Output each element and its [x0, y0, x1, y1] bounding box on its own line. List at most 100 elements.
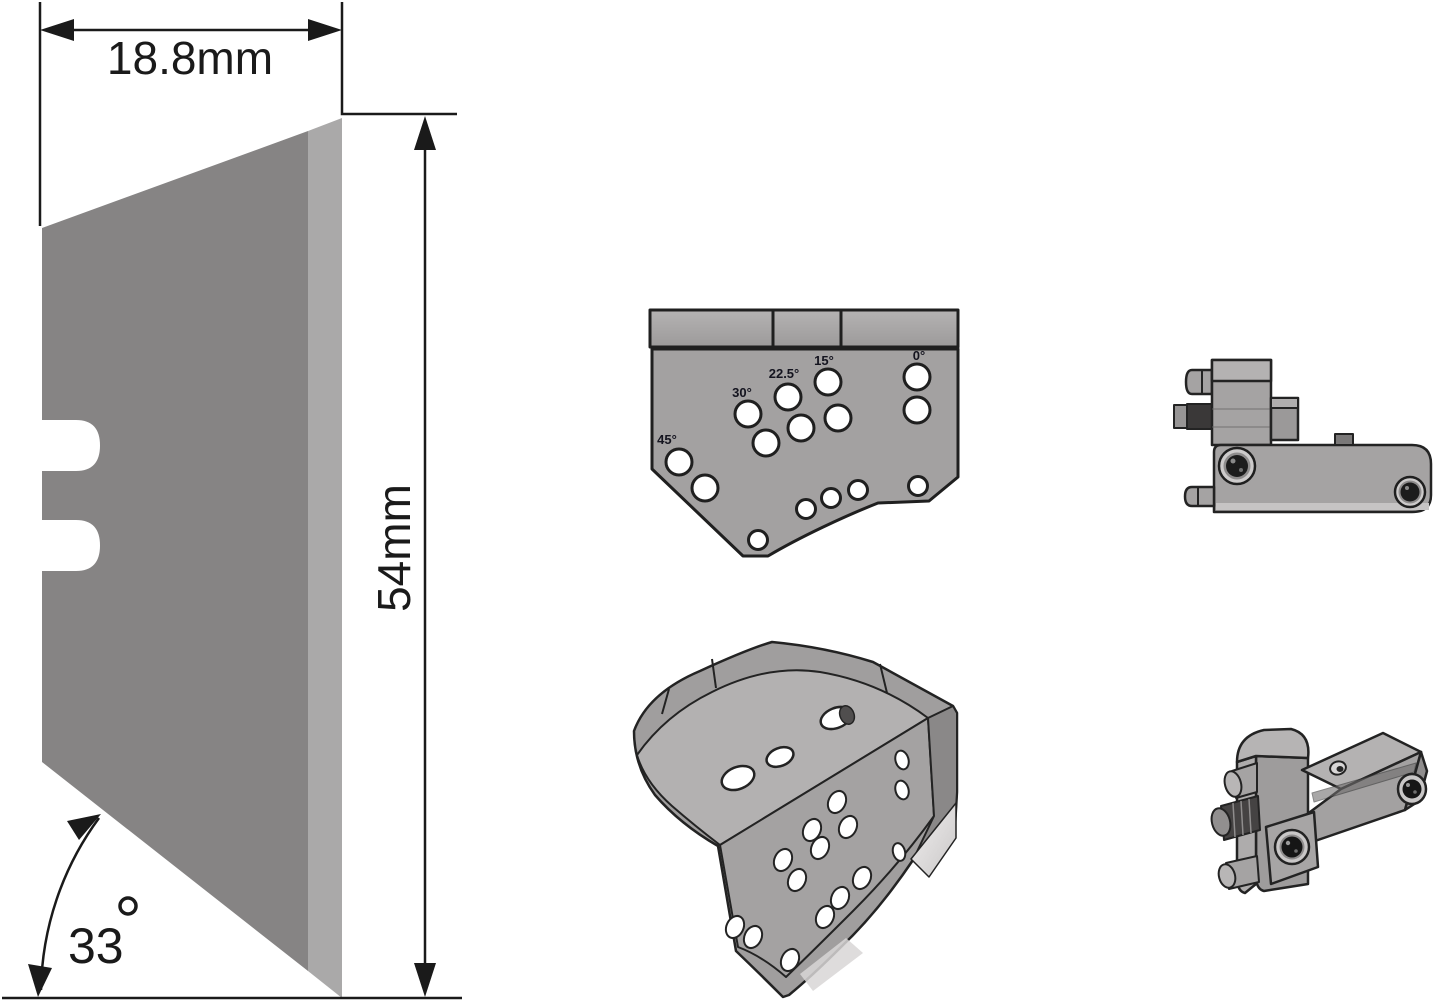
clamp-isometric-view — [1210, 727, 1429, 895]
angle-arrow-bottom — [28, 964, 52, 997]
screw-glint — [1413, 790, 1417, 794]
gauge-hole — [786, 413, 816, 443]
iso-hole — [742, 924, 764, 950]
clamp-end-screw — [1396, 772, 1428, 806]
side-right-boss-cap — [1270, 397, 1299, 409]
iso-corner-wedge — [910, 802, 957, 878]
clamp-rail-top-hole — [1329, 760, 1347, 776]
iso-hole — [801, 817, 823, 843]
screw-socket — [1400, 482, 1420, 502]
iso-rail-divider — [661, 688, 670, 715]
iso-rail-divider — [879, 663, 888, 694]
degree-symbol — [118, 896, 138, 916]
gauge-hole-small — [907, 475, 929, 497]
angle-hole-label-45: 45° — [657, 432, 677, 447]
gauge-hole-45 — [664, 447, 694, 477]
screw-glint — [1294, 849, 1298, 853]
iso-hole — [837, 814, 859, 840]
height-arrow-bottom — [414, 963, 436, 997]
iso-rail-divider — [711, 658, 717, 689]
clamp-top-pin — [1223, 762, 1258, 799]
iso-counterbore-dark — [838, 705, 856, 725]
angle-hole-label-22-5: 22.5° — [769, 366, 800, 381]
clamp-rail-groove — [1311, 762, 1417, 803]
thread-line — [1240, 800, 1244, 836]
gauge-plate-body — [650, 347, 960, 558]
gauge-hole-22-5 — [773, 382, 803, 412]
gauge-side-view — [1173, 358, 1433, 514]
side-top-nub — [1334, 433, 1354, 446]
gauge-hole — [751, 428, 781, 458]
gauge-front-view: 45° 30° 22.5° 15° 0° — [648, 308, 960, 558]
blade-body — [42, 131, 308, 971]
pin-cap — [1217, 863, 1237, 889]
gauge-hole-0 — [902, 362, 932, 392]
iso-hole — [779, 947, 801, 973]
thread-line — [1248, 798, 1252, 834]
blade-width-dimension-label: 18.8mm — [107, 32, 273, 84]
iso-hole — [851, 865, 873, 891]
gauge-hole — [823, 403, 853, 433]
iso-front-holes — [724, 789, 873, 973]
pin-cap — [1210, 807, 1232, 837]
gauge-hole-small — [795, 498, 817, 520]
side-dark-pin — [1186, 403, 1213, 430]
iso-hole — [826, 789, 848, 815]
iso-bottom-highlight — [800, 938, 863, 991]
screw-glint — [1230, 458, 1236, 464]
iso-side-holes — [891, 749, 910, 862]
iso-hole — [829, 885, 851, 911]
gauge-hole-30 — [733, 399, 763, 429]
iso-hole — [720, 764, 756, 792]
angle-hole-label-30: 30° — [732, 385, 752, 400]
gauge-hole — [902, 395, 932, 425]
width-arrow-right — [308, 19, 342, 41]
side-block-cap — [1210, 358, 1273, 383]
gauge-hole-small — [847, 479, 869, 501]
gauge-small-holes — [747, 475, 929, 551]
screw-socket — [1281, 836, 1303, 858]
iso-hole — [786, 867, 808, 893]
blade-height-dimension-label: 54mm — [368, 484, 420, 612]
socket-screw-right — [1393, 475, 1427, 509]
blade-edge-strip — [308, 118, 342, 998]
clamp-block-top-cap — [1235, 727, 1310, 764]
gauge-hole — [690, 473, 720, 503]
iso-hole — [894, 749, 910, 771]
angle-hole-label-15: 15° — [814, 353, 834, 368]
screw-socket — [1226, 455, 1248, 477]
gauge-isometric-view — [632, 640, 959, 999]
screw-socket — [1402, 779, 1422, 799]
screw-glint — [1405, 486, 1409, 490]
iso-hole — [809, 835, 831, 861]
screw-glint — [1239, 468, 1243, 472]
iso-hole — [765, 745, 795, 769]
iso-hole-center — [1336, 766, 1344, 772]
gauge-hole-15 — [813, 367, 843, 397]
iso-hole — [772, 847, 794, 873]
clamp-front-screw — [1273, 828, 1311, 866]
iso-hole — [724, 914, 746, 940]
width-arrow-left — [40, 19, 74, 41]
side-screw-top-left — [1184, 368, 1214, 396]
pin-cap — [1223, 770, 1243, 798]
blade-angle-label: 33 — [68, 918, 124, 974]
gauge-large-holes — [664, 362, 932, 503]
clamp-bottom-pin — [1217, 855, 1260, 890]
extension-line-right — [340, 2, 457, 116]
angle-hole-label-0: 0° — [913, 348, 925, 363]
iso-hole — [894, 779, 910, 801]
iso-hole — [814, 904, 836, 930]
screw-glint — [1406, 783, 1410, 787]
gauge-hole-small — [747, 529, 769, 551]
gauge-top-rail — [648, 308, 960, 349]
socket-screw-left — [1217, 446, 1257, 486]
blade-profile-drawing: 18.8mm 54mm 33 — [2, 2, 462, 1000]
height-arrow-top — [414, 116, 436, 150]
gauge-hole-small — [820, 487, 842, 509]
side-pin-cap — [1173, 404, 1188, 429]
thread-line — [1232, 802, 1236, 838]
angle-arrow-top — [67, 814, 101, 840]
side-body-bottom-strip — [1216, 503, 1429, 510]
